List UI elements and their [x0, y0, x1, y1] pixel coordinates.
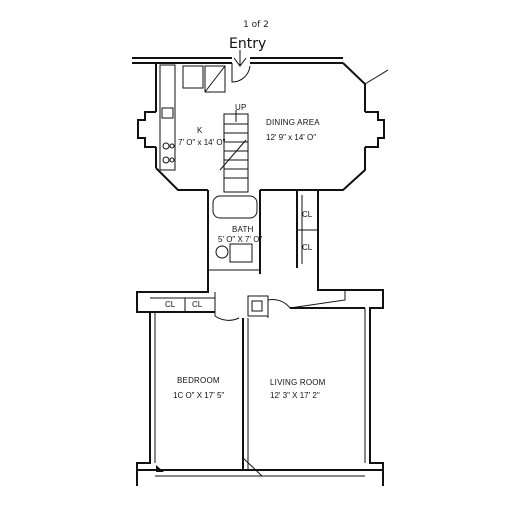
kitchen-label: K — [197, 126, 203, 135]
bedroom-closet-label-2: CL — [192, 300, 203, 309]
living-dims: 12' 3" X 17' 2" — [270, 391, 320, 400]
bath-dims: 5' O" X 7' O" — [218, 235, 262, 244]
upper-unit-walls — [137, 62, 385, 191]
kitchen-fixtures — [159, 64, 226, 171]
top-wall — [132, 57, 389, 85]
bedroom-dims: 1C O" X 17' 5" — [173, 391, 224, 400]
entry-label: Entry — [229, 36, 267, 52]
stair-label: UP — [235, 103, 247, 112]
lower-unit-walls — [136, 274, 384, 486]
bedroom-closet-label-1: CL — [165, 300, 176, 309]
hall-closet-label-2: CL — [302, 243, 313, 252]
page-counter: 1 of 2 — [243, 20, 269, 30]
bedroom-label: BEDROOM — [177, 376, 220, 385]
entry-door-swing — [231, 63, 251, 83]
bedroom-door-swing — [214, 315, 240, 321]
utility-closet — [247, 295, 269, 317]
dining-label: DINING AREA — [266, 118, 320, 127]
bath-label: BATH — [232, 225, 254, 234]
living-door-swing — [267, 299, 291, 309]
hall-closets — [296, 190, 345, 291]
living-label: LIVING ROOM — [270, 378, 326, 387]
corner-mark — [156, 465, 164, 472]
hall-closet-label-1: CL — [302, 210, 313, 219]
entry-arrow-icon — [233, 50, 247, 67]
dining-dims: 12' 9" x 14' O" — [266, 133, 316, 142]
bath-walls — [207, 190, 261, 274]
stairs: UP — [219, 103, 249, 193]
kitchen-dims: 7' O" x 14' O" — [178, 138, 226, 147]
